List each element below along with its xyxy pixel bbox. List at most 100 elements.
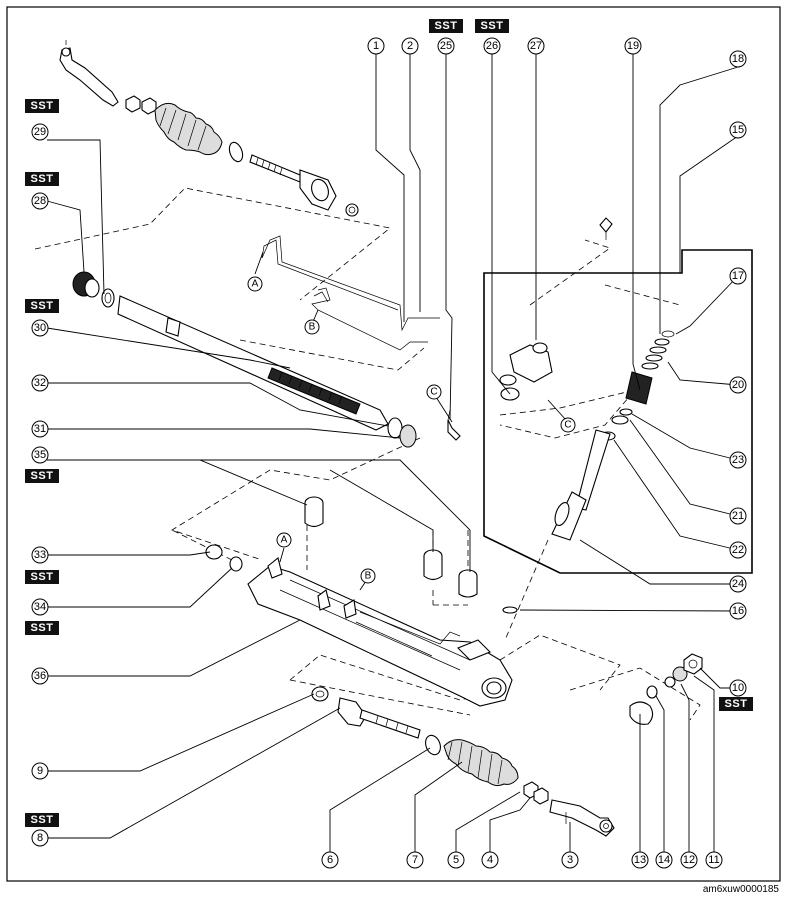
svg-text:17: 17 bbox=[732, 270, 744, 282]
svg-text:14: 14 bbox=[658, 854, 670, 866]
letter-marker-a: A bbox=[276, 532, 292, 548]
svg-text:2: 2 bbox=[407, 40, 413, 52]
rack-assembly bbox=[72, 271, 417, 448]
svg-text:31: 31 bbox=[34, 423, 46, 435]
letter-marker-c: C bbox=[426, 384, 442, 400]
svg-text:SST: SST bbox=[31, 622, 54, 634]
svg-text:C: C bbox=[430, 387, 437, 398]
sst-badge: SST bbox=[429, 19, 463, 33]
svg-text:SST: SST bbox=[31, 100, 54, 112]
svg-text:16: 16 bbox=[732, 605, 744, 617]
svg-text:29: 29 bbox=[34, 126, 46, 138]
svg-text:13: 13 bbox=[634, 854, 646, 866]
svg-text:22: 22 bbox=[732, 544, 744, 556]
callout-13: 13 bbox=[631, 851, 649, 869]
figure-code: am6xuw0000185 bbox=[702, 884, 779, 895]
svg-text:20: 20 bbox=[732, 379, 744, 391]
callout-16: 16 bbox=[729, 602, 747, 620]
sst-badge: SST bbox=[25, 99, 59, 113]
callout-34: 34 bbox=[31, 598, 49, 616]
callout-29: 29 bbox=[31, 123, 49, 141]
sst-badge: SST bbox=[25, 172, 59, 186]
svg-text:15: 15 bbox=[732, 124, 744, 136]
svg-text:30: 30 bbox=[34, 322, 46, 334]
svg-text:SST: SST bbox=[725, 698, 748, 710]
callout-20: 20 bbox=[729, 376, 747, 394]
svg-text:35: 35 bbox=[34, 449, 46, 461]
svg-text:SST: SST bbox=[31, 814, 54, 826]
svg-text:SST: SST bbox=[31, 300, 54, 312]
letter-marker-a: A bbox=[247, 276, 263, 292]
letter-marker-b: B bbox=[304, 319, 320, 335]
pressure-lines bbox=[261, 235, 461, 441]
svg-text:12: 12 bbox=[683, 854, 695, 866]
svg-text:7: 7 bbox=[412, 854, 418, 866]
sst-badge: SST bbox=[25, 813, 59, 827]
svg-text:5: 5 bbox=[453, 854, 459, 866]
callout-10: 10 bbox=[729, 679, 747, 697]
svg-text:26: 26 bbox=[486, 40, 498, 52]
callout-26: 26 bbox=[483, 37, 501, 55]
svg-text:B: B bbox=[365, 571, 372, 582]
svg-text:4: 4 bbox=[487, 854, 493, 866]
svg-text:9: 9 bbox=[37, 765, 43, 777]
svg-text:21: 21 bbox=[732, 510, 744, 522]
upper-tie-rod-assembly bbox=[59, 40, 359, 217]
svg-text:SST: SST bbox=[481, 20, 504, 32]
callout-21: 21 bbox=[729, 507, 747, 525]
sst-badge: SST bbox=[475, 19, 509, 33]
callout-18: 18 bbox=[729, 50, 747, 68]
callout-28: 28 bbox=[31, 192, 49, 210]
svg-text:18: 18 bbox=[732, 53, 744, 65]
sst-badge: SST bbox=[25, 299, 59, 313]
callout-14: 14 bbox=[655, 851, 673, 869]
callout-27: 27 bbox=[527, 37, 545, 55]
callout-4: 4 bbox=[481, 851, 499, 869]
svg-text:33: 33 bbox=[34, 549, 46, 561]
sst-badge: SST bbox=[25, 469, 59, 483]
letter-marker-b: B bbox=[360, 568, 376, 584]
callout-22: 22 bbox=[729, 541, 747, 559]
sst-badge: SST bbox=[25, 570, 59, 584]
pinion-detail-box bbox=[483, 249, 753, 574]
svg-text:25: 25 bbox=[440, 40, 452, 52]
svg-text:A: A bbox=[281, 535, 288, 546]
svg-text:34: 34 bbox=[34, 601, 46, 613]
callout-36: 36 bbox=[31, 667, 49, 685]
svg-text:A: A bbox=[252, 279, 259, 290]
svg-text:8: 8 bbox=[37, 832, 43, 844]
sst-badge: SST bbox=[25, 621, 59, 635]
callout-3: 3 bbox=[561, 851, 579, 869]
callout-2: 2 bbox=[401, 37, 419, 55]
leader-lines bbox=[46, 54, 739, 855]
callout-23: 23 bbox=[729, 451, 747, 469]
callout-30: 30 bbox=[31, 319, 49, 337]
svg-text:19: 19 bbox=[627, 40, 639, 52]
svg-text:23: 23 bbox=[732, 454, 744, 466]
svg-text:10: 10 bbox=[732, 682, 744, 694]
svg-text:C: C bbox=[564, 420, 571, 431]
callout-33: 33 bbox=[31, 546, 49, 564]
callout-24: 24 bbox=[729, 575, 747, 593]
svg-text:28: 28 bbox=[34, 195, 46, 207]
callout-32: 32 bbox=[31, 374, 49, 392]
callout-9: 9 bbox=[31, 762, 49, 780]
callout-7: 7 bbox=[406, 851, 424, 869]
dashed-guides bbox=[34, 187, 701, 721]
svg-text:32: 32 bbox=[34, 377, 46, 389]
svg-text:SST: SST bbox=[435, 20, 458, 32]
callout-8: 8 bbox=[31, 829, 49, 847]
callout-6: 6 bbox=[321, 851, 339, 869]
callout-12: 12 bbox=[680, 851, 698, 869]
svg-text:B: B bbox=[309, 322, 316, 333]
callout-25: 25 bbox=[437, 37, 455, 55]
callout-35: 35 bbox=[31, 446, 49, 464]
svg-text:27: 27 bbox=[530, 40, 542, 52]
gear-housing bbox=[205, 496, 513, 707]
callout-5: 5 bbox=[447, 851, 465, 869]
outer-border bbox=[6, 6, 781, 882]
callout-17: 17 bbox=[729, 267, 747, 285]
svg-text:6: 6 bbox=[327, 854, 333, 866]
svg-text:SST: SST bbox=[31, 470, 54, 482]
